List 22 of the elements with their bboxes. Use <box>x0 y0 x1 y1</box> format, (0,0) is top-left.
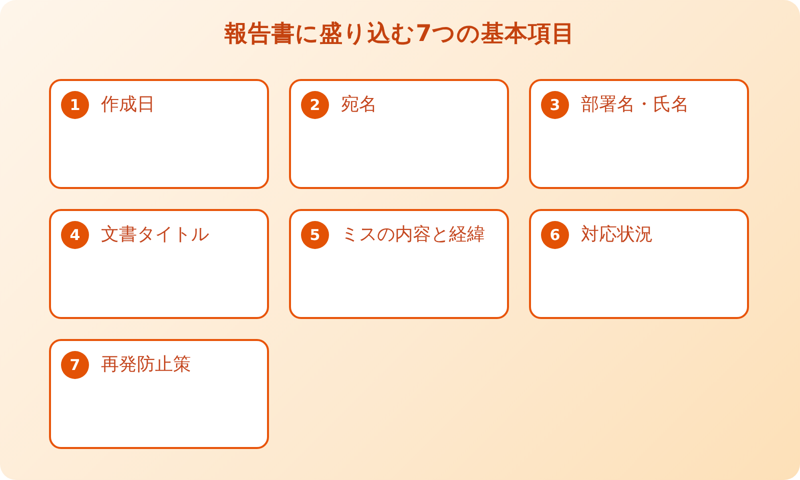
item-card <box>529 79 749 189</box>
diagram-title: 報告書に盛り込む7つの基本項目 <box>224 21 576 47</box>
number-badge: 5 <box>301 221 329 249</box>
item-label: 再発防止策 <box>101 353 191 377</box>
item-label: 部署名・氏名 <box>581 93 689 117</box>
number-badge: 2 <box>301 91 329 119</box>
number-badge: 3 <box>541 91 569 119</box>
number-badge: 4 <box>61 221 89 249</box>
item-card <box>529 209 749 319</box>
item-card <box>289 209 509 319</box>
item-card <box>289 79 509 189</box>
item-card <box>49 79 269 189</box>
item-label: ミスの内容と経緯 <box>341 223 485 247</box>
number-badge: 7 <box>61 351 89 379</box>
number-badge: 6 <box>541 221 569 249</box>
item-label: 対応状況 <box>581 223 653 247</box>
item-label: 文書タイトル <box>101 223 209 247</box>
item-card <box>49 209 269 319</box>
number-badge: 1 <box>61 91 89 119</box>
item-card <box>49 339 269 449</box>
item-label: 作成日 <box>101 93 155 117</box>
item-label: 宛名 <box>341 93 377 117</box>
